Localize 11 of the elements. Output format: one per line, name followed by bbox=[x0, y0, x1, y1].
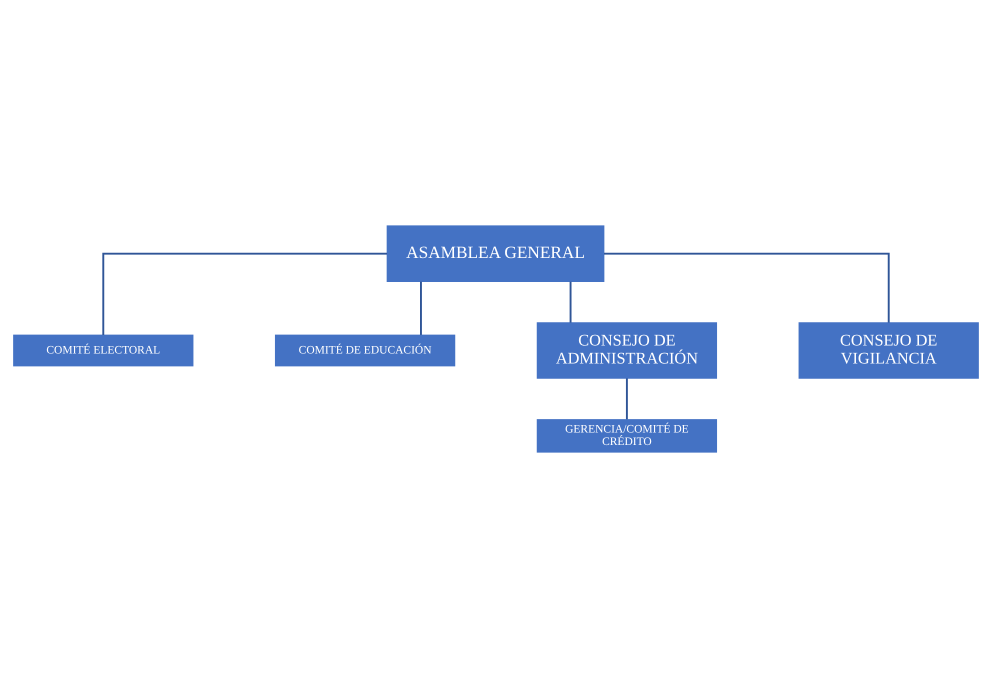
node-box: COMITÉ ELECTORAL bbox=[13, 334, 194, 366]
connector bbox=[102, 252, 388, 334]
connector bbox=[604, 252, 890, 322]
node-box: CONSEJO DE VIGILANCIA bbox=[798, 322, 979, 378]
connector bbox=[626, 378, 628, 419]
connector bbox=[570, 281, 572, 322]
connector bbox=[420, 281, 422, 334]
node-box: COMITÉ DE EDUCACIÓN bbox=[274, 334, 456, 366]
node-box: ASAMBLEA GENERAL bbox=[386, 224, 604, 282]
node-box: GERENCIA/COMITÉ DE CRÉDITO bbox=[536, 418, 718, 452]
node-box: CONSEJO DE ADMINISTRACIÓN bbox=[536, 322, 718, 378]
